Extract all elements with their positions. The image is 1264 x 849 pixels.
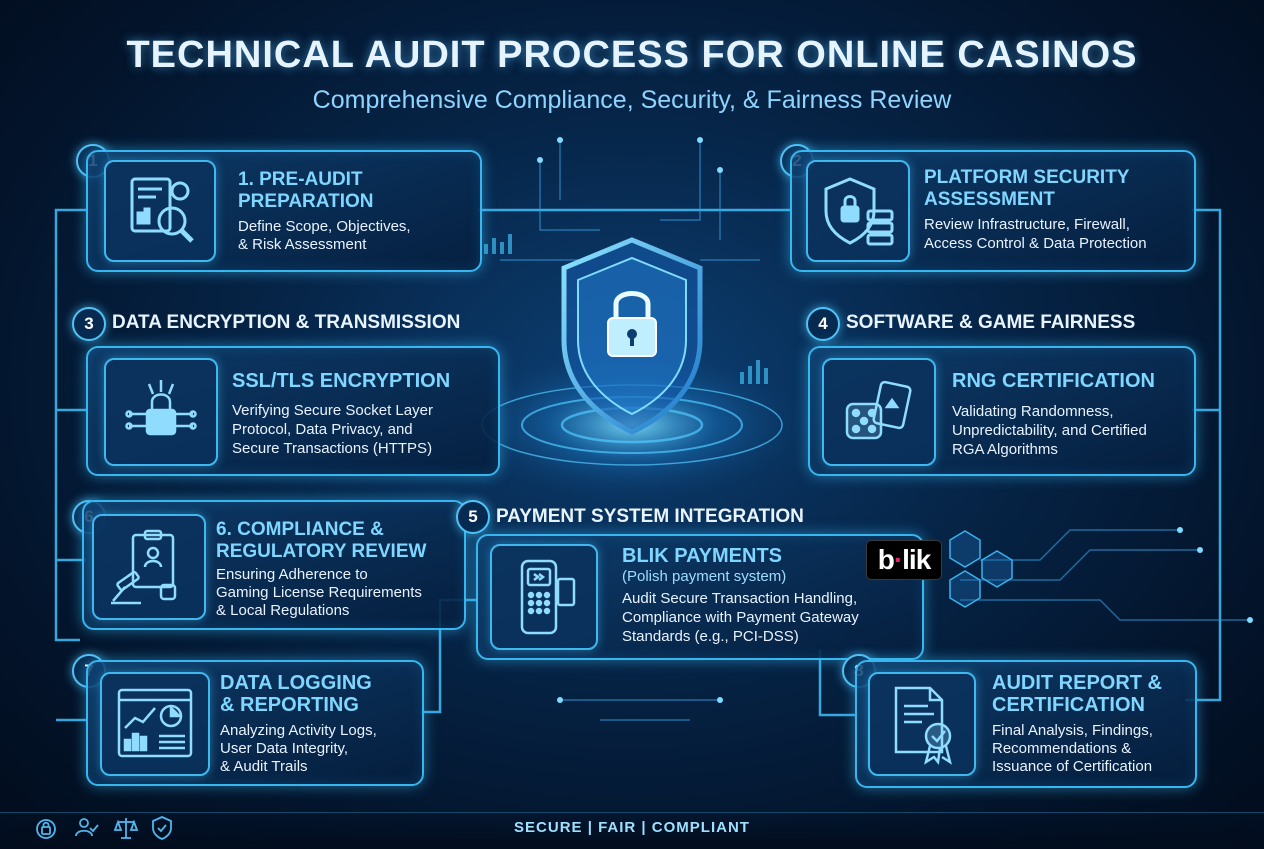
step-4-desc-line3: RGA Algorithms [952,441,1058,458]
step-8-desc-line1: Final Analysis, Findings, [992,722,1153,739]
central-shield-icon [561,237,703,435]
step-6-desc-line3: & Local Regulations [216,602,350,619]
dice-cards-icon [822,358,936,466]
step-5-note: (Polish payment system) [622,568,787,585]
footer-tagline: SECURE | FAIR | COMPLIANT [514,819,750,836]
page-subtitle: Comprehensive Compliance, Security, & Fa… [312,86,952,114]
step-3-desc-line2: Protocol, Data Privacy, and [232,421,413,438]
shield-check-icon [152,816,172,840]
step-5-desc-line2: Compliance with Payment Gateway [622,609,859,626]
step-5-desc-line3: Standards (e.g., PCI-DSS) [622,628,799,645]
step-7-desc-line1: Analyzing Activity Logs, [220,722,377,739]
step-2-desc-line1: Review Infrastructure, Firewall, [924,216,1130,233]
document-magnifier-icon [104,160,216,262]
step-1-desc-line2: & Risk Assessment [238,236,367,253]
user-check-icon [75,818,99,837]
step-3-title: SSL/TLS ENCRYPTION [232,370,451,392]
step-5-title: BLIK PAYMENTS [622,545,783,567]
step-4-desc-line2: Unpredictability, and Certified [952,422,1147,439]
step-4-title: RNG CERTIFICATION [952,370,1155,392]
step-1-title-line1: 1. PRE-AUDIT [238,169,363,190]
step-8-title-line1: AUDIT REPORT & [992,672,1162,694]
step-1-title-line2: PREPARATION [238,191,374,212]
step-3-desc-line3: Secure Transactions (HTTPS) [232,440,433,457]
blik-dot: · [893,544,903,575]
step-4-section-label: SOFTWARE & GAME FAIRNESS [846,312,1136,333]
step-2-title-line1: PLATFORM SECURITY [924,167,1130,188]
shield-server-icon [806,160,910,262]
certificate-ribbon-icon [868,672,976,776]
step-6-desc-line1: Ensuring Adherence to [216,566,368,583]
step-6-title-line1: 6. COMPLIANCE & [216,519,384,540]
step-6-desc-line2: Gaming License Requirements [216,584,422,601]
step-badge-4: 4 [806,307,840,341]
step-8-desc-line2: Recommendations & [992,740,1132,757]
dashboard-charts-icon [100,672,210,776]
page-title: TECHNICAL AUDIT PROCESS FOR ONLINE CASIN… [126,34,1138,76]
step-1-desc-line1: Define Scope, Objectives, [238,218,411,235]
step-6-title-line2: REGULATORY REVIEW [216,541,427,562]
step-badge-3: 3 [72,307,106,341]
step-3-section-label: DATA ENCRYPTION & TRANSMISSION [112,312,461,333]
step-8-desc-line3: Issuance of Certification [992,758,1153,775]
step-5-section-label: PAYMENT SYSTEM INTEGRATION [496,506,804,527]
step-7-desc-line3: & Audit Trails [220,758,308,775]
step-7-title-line1: DATA LOGGING [220,672,372,694]
step-2-desc-line2: Access Control & Data Protection [924,235,1147,252]
payment-terminal-icon [490,544,598,650]
lock-gear-icon [36,819,56,839]
step-7-title-line2: & REPORTING [220,694,359,716]
blik-logo: b·lik [866,540,942,580]
clipboard-gavel-icon [92,514,206,620]
step-5-desc-line1: Audit Secure Transaction Handling, [622,590,858,607]
step-3-desc-line1: Verifying Secure Socket Layer [232,402,433,419]
step-7-desc-line2: User Data Integrity, [220,740,349,757]
scales-icon [113,818,139,839]
footer-bar [0,812,1264,849]
step-badge-5: 5 [456,500,490,534]
step-8-title-line2: CERTIFICATION [992,694,1145,716]
step-2-title-line2: ASSESSMENT [924,189,1055,210]
circuit-lock-icon [104,358,218,466]
blik-logo-text: b·lik [877,544,932,575]
step-4-desc-line1: Validating Randomness, [952,403,1114,420]
